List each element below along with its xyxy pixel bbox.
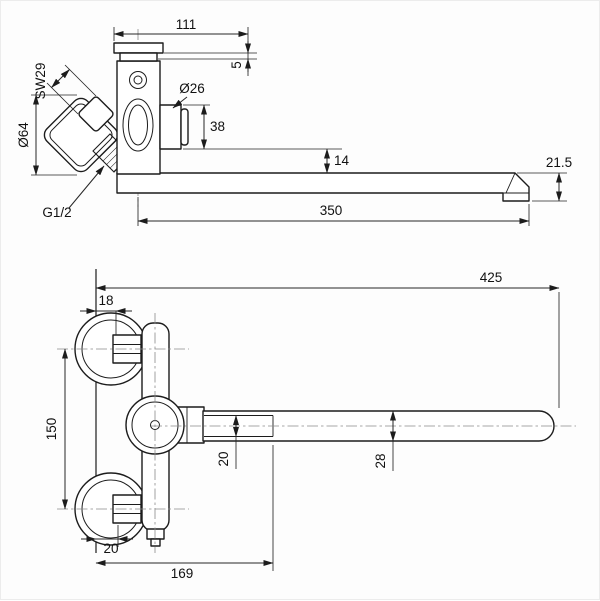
mounting-nut <box>78 96 114 132</box>
dim-label-5: 5 <box>229 61 244 69</box>
front-view-geometry <box>74 269 555 553</box>
dim-label-20-inner: 20 <box>216 451 231 466</box>
front-view-dimensions <box>62 285 560 571</box>
side-view: 111 5 SW29 Ø64 Ø26 38 14 21.5 350 G1/2 <box>16 17 572 226</box>
dim-label-169: 169 <box>171 566 194 581</box>
dim-label-g12: G1/2 <box>42 205 71 220</box>
dim-label-425: 425 <box>480 270 503 285</box>
body-collar <box>119 52 158 62</box>
dim-label-350: 350 <box>320 203 343 218</box>
dim-label-14: 14 <box>334 153 350 168</box>
spout-front <box>202 410 555 442</box>
dim-label-dia26: Ø26 <box>179 81 205 96</box>
dim-label-20-flange: 20 <box>103 541 118 556</box>
front-view-centerlines <box>57 313 576 553</box>
dim-label-dia64: Ø64 <box>16 122 31 148</box>
dim-label-38: 38 <box>210 119 225 134</box>
bottom-outlet <box>146 528 165 540</box>
dim-label-18: 18 <box>98 293 113 308</box>
dim-label-sw29: SW29 <box>33 63 48 100</box>
front-view: 425 18 150 20 28 20 169 <box>44 269 576 581</box>
body-cap <box>113 42 164 54</box>
spout-side <box>116 172 530 202</box>
dim-label-21-5: 21.5 <box>546 155 572 170</box>
shower-outlet-side <box>159 104 182 150</box>
side-view-geometry <box>43 42 530 202</box>
dim-label-28: 28 <box>373 453 388 468</box>
side-view-dimensions <box>31 27 567 226</box>
dim-label-150: 150 <box>44 418 59 441</box>
dim-label-111: 111 <box>176 17 197 32</box>
